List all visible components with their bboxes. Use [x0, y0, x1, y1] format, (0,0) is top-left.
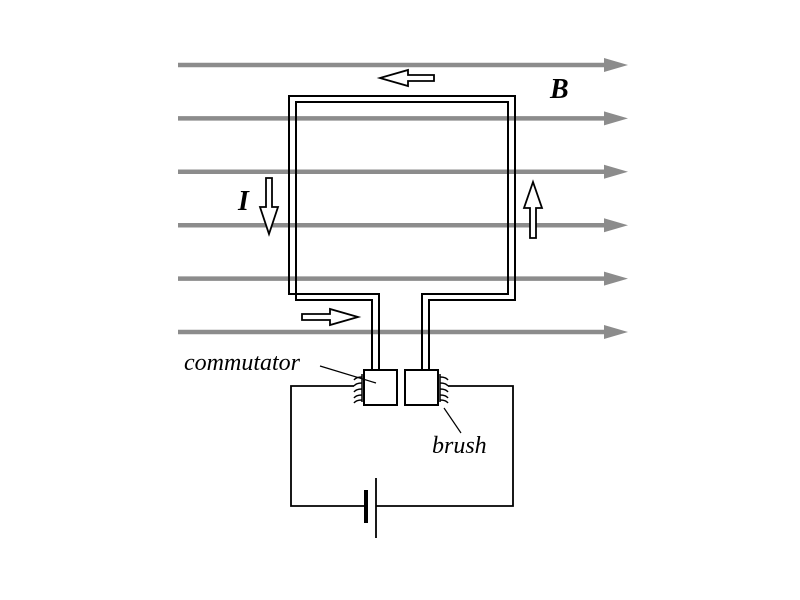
field-arrowhead-icon: [604, 218, 628, 233]
battery-icon: [364, 478, 377, 538]
commutator-segment-left: [363, 369, 398, 406]
brush-right: [439, 374, 449, 404]
circuit-wire-left: [290, 385, 366, 507]
commutator-leader: [319, 365, 377, 384]
field-arrowhead-icon: [604, 271, 628, 286]
current-label: I: [237, 186, 250, 217]
commutator-segment-right: [404, 369, 439, 406]
current-arrows: [258, 68, 544, 327]
commutator-label: commutator: [184, 350, 301, 376]
coil-loop: [288, 95, 516, 370]
coil-inner-wire: [295, 101, 509, 370]
arrow-down-left-icon: [258, 177, 280, 237]
arrow-up-right-icon: [522, 179, 544, 239]
external-circuit: [290, 385, 514, 507]
brush-label: brush: [432, 433, 487, 459]
field-arrowhead-icon: [604, 111, 628, 126]
circuit-wire-right: [376, 385, 514, 507]
field-arrowhead-icon: [604, 164, 628, 179]
magnetic-field-lines: [178, 58, 628, 339]
commutator: [363, 369, 439, 406]
leader-lines: [319, 365, 462, 434]
arrow-right-bottom-icon: [301, 307, 362, 327]
coil-outer-wire: [288, 95, 516, 370]
field-label: B: [549, 74, 569, 105]
arrow-top-left-icon: [376, 68, 435, 88]
brush-leader: [443, 407, 462, 434]
field-arrowhead-icon: [604, 325, 628, 339]
field-arrowhead-icon: [604, 58, 628, 72]
